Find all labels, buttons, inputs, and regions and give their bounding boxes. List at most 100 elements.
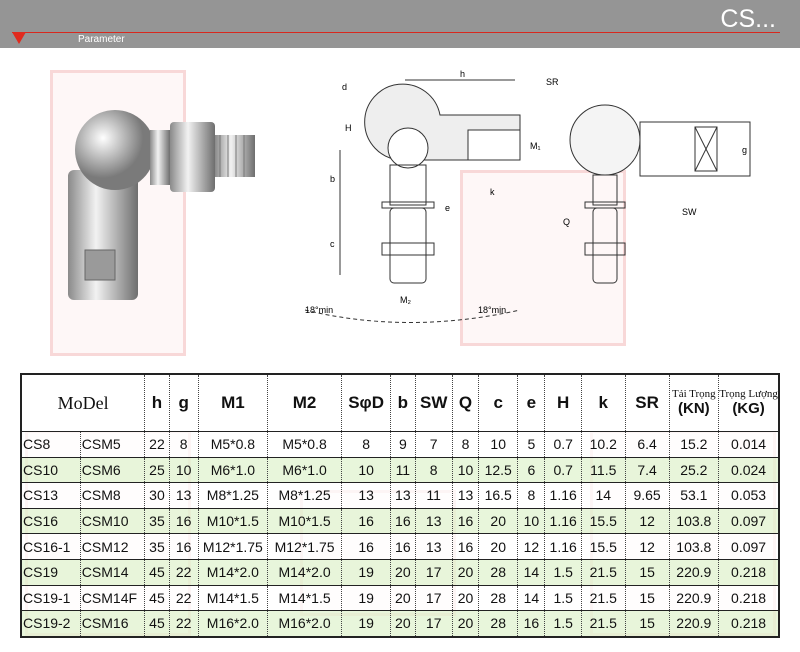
header-divider bbox=[12, 32, 780, 33]
table-cell: 8 bbox=[451, 431, 480, 458]
table-cell: CSM6 bbox=[79, 456, 146, 484]
table-cell: 10 bbox=[478, 431, 519, 458]
table-cell: 16 bbox=[451, 533, 480, 560]
table-cell: CSM14F bbox=[79, 584, 146, 612]
table-cell: CS19-2 bbox=[20, 610, 81, 638]
table-cell: CS8 bbox=[20, 431, 81, 458]
table-cell: 20 bbox=[451, 610, 480, 638]
table-cell: 22 bbox=[168, 610, 199, 638]
header-bar: CS... Parameter bbox=[0, 0, 800, 48]
dim-b: b bbox=[330, 174, 335, 184]
table-cell: 10 bbox=[341, 456, 392, 484]
table-cell: 12 bbox=[624, 533, 670, 560]
load-label: Tải Trọng bbox=[671, 387, 716, 400]
table-cell: CSM16 bbox=[79, 610, 146, 638]
col-k: k bbox=[580, 373, 626, 432]
table-cell: 5 bbox=[517, 431, 546, 458]
table-cell: CS16 bbox=[20, 507, 81, 535]
table-cell: 28 bbox=[478, 558, 519, 586]
table-cell: 21.5 bbox=[580, 558, 626, 586]
table-cell: 103.8 bbox=[668, 533, 720, 560]
table-cell: 1.5 bbox=[544, 584, 582, 612]
col-model: MoDel bbox=[20, 373, 146, 432]
angle-left: 18°min bbox=[305, 305, 333, 315]
section-label: Parameter bbox=[78, 34, 125, 45]
table-cell: 45 bbox=[144, 610, 170, 638]
table-cell: 12 bbox=[517, 533, 546, 560]
table-cell: 8 bbox=[517, 482, 546, 509]
col-g: g bbox=[168, 373, 199, 432]
table-cell: 45 bbox=[144, 558, 170, 586]
table-cell: 16 bbox=[168, 533, 199, 560]
table-cell: M16*2.0 bbox=[197, 610, 269, 638]
table-cell: 0.024 bbox=[718, 456, 780, 484]
table-cell: CS16-1 bbox=[20, 533, 81, 560]
table-cell: 6.4 bbox=[624, 431, 670, 458]
table-cell: 53.1 bbox=[668, 482, 720, 509]
table-cell: M8*1.25 bbox=[197, 482, 269, 509]
table-cell: 16 bbox=[341, 507, 392, 535]
col-e: e bbox=[517, 373, 546, 432]
table-cell: M16*2.0 bbox=[267, 610, 343, 638]
table-cell: 25.2 bbox=[668, 456, 720, 484]
table-cell: 22 bbox=[144, 431, 170, 458]
table-cell: 13 bbox=[414, 507, 453, 535]
table-cell: M14*1.5 bbox=[267, 584, 343, 612]
table-cell: 20 bbox=[451, 584, 480, 612]
table-cell: CSM14 bbox=[79, 558, 146, 586]
table-cell: 13 bbox=[168, 482, 199, 509]
triangle-marker-icon bbox=[12, 32, 26, 44]
dim-d: d bbox=[342, 82, 347, 92]
table-cell: 220.9 bbox=[668, 558, 720, 586]
table-cell: 28 bbox=[478, 610, 519, 638]
table-cell: 9.65 bbox=[624, 482, 670, 509]
table-cell: 15 bbox=[624, 558, 670, 586]
table-cell: CS10 bbox=[20, 456, 81, 484]
table-cell: 14 bbox=[517, 584, 546, 612]
table-cell: 15.5 bbox=[580, 533, 626, 560]
table-cell: 45 bbox=[144, 584, 170, 612]
table-cell: 13 bbox=[451, 482, 480, 509]
table-cell: 20 bbox=[390, 558, 416, 586]
table-cell: 20 bbox=[390, 584, 416, 612]
table-cell: 103.8 bbox=[668, 507, 720, 535]
dim-e: e bbox=[445, 203, 450, 213]
table-cell: 20 bbox=[451, 558, 480, 586]
table-cell: 8 bbox=[341, 431, 392, 458]
col-weight: Trọng Lượng(KG) bbox=[718, 373, 780, 432]
dim-k: k bbox=[490, 187, 495, 197]
table-cell: 20 bbox=[390, 610, 416, 638]
table-cell: 12.5 bbox=[478, 456, 519, 484]
table-cell: M14*2.0 bbox=[197, 558, 269, 586]
table-cell: 17 bbox=[414, 584, 453, 612]
table-cell: 8 bbox=[414, 456, 453, 484]
table-cell: 17 bbox=[414, 558, 453, 586]
table-cell: 22 bbox=[168, 584, 199, 612]
table-cell: CS13 bbox=[20, 482, 81, 509]
table-cell: 10 bbox=[517, 507, 546, 535]
table-cell: 1.16 bbox=[544, 507, 582, 535]
col-H: H bbox=[544, 373, 582, 432]
table-cell: 35 bbox=[144, 533, 170, 560]
table-cell: 0.218 bbox=[718, 558, 780, 586]
table-cell: 1.16 bbox=[544, 533, 582, 560]
table-cell: 10.2 bbox=[580, 431, 626, 458]
table-cell: 20 bbox=[478, 533, 519, 560]
table-cell: 15.2 bbox=[668, 431, 720, 458]
table-cell: 13 bbox=[341, 482, 392, 509]
table-cell: 15 bbox=[624, 584, 670, 612]
table-cell: 16 bbox=[168, 507, 199, 535]
load-unit: (KN) bbox=[678, 399, 710, 417]
dim-c: c bbox=[330, 239, 335, 249]
table-cell: 30 bbox=[144, 482, 170, 509]
table-cell: 16 bbox=[341, 533, 392, 560]
table-cell: 25 bbox=[144, 456, 170, 484]
table-cell: M14*2.0 bbox=[267, 558, 343, 586]
table-cell: 0.7 bbox=[544, 456, 582, 484]
table-cell: CSM8 bbox=[79, 482, 146, 509]
